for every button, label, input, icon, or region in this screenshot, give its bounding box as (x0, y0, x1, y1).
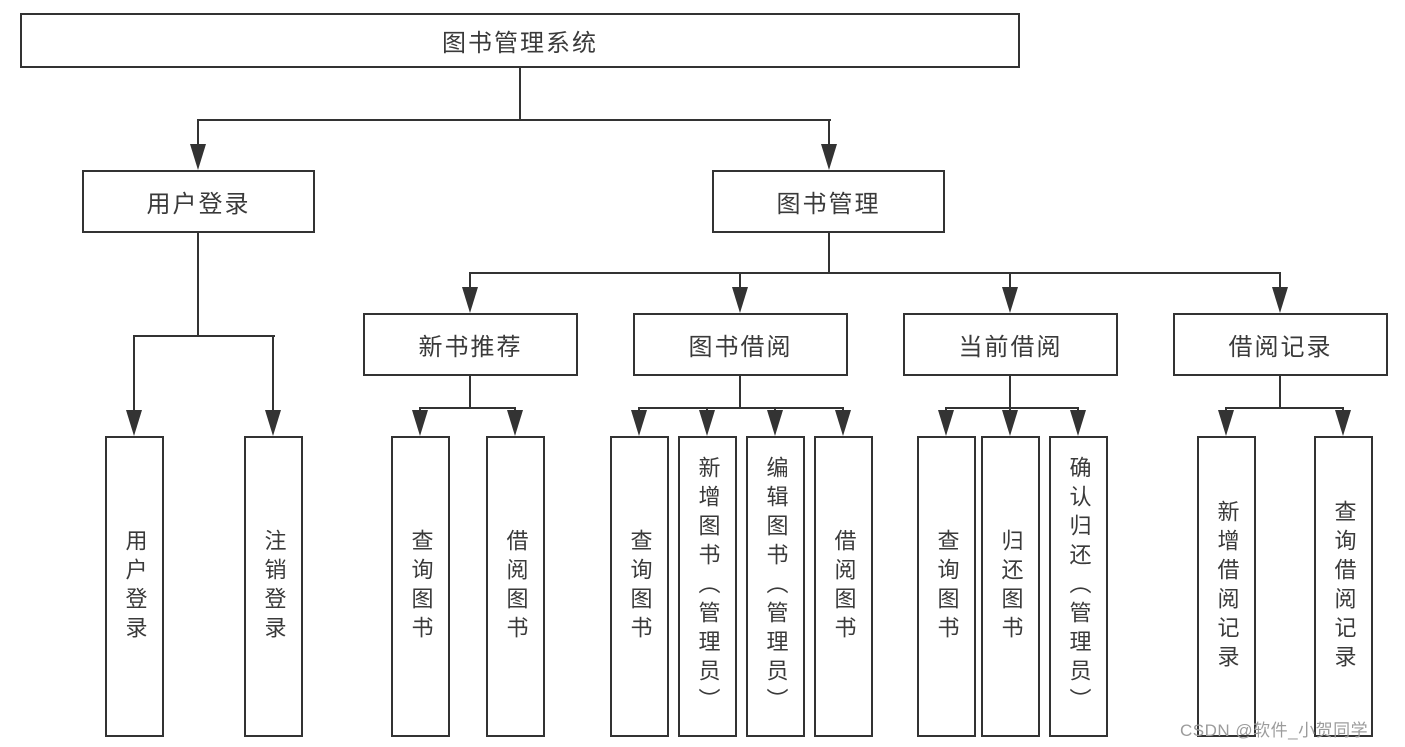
connector-to-borrow-line (739, 272, 741, 287)
connector-to-leaf-line (514, 407, 516, 411)
connector-to-leaf-line (774, 407, 776, 411)
node-label: 图书借阅 (688, 334, 793, 361)
connector-to-leaf-line (1225, 407, 1227, 411)
connector-to-book-mgmt-line (828, 119, 830, 144)
leaf-label: 注销登录 (261, 528, 287, 645)
connector-to-new-books-line (469, 272, 471, 287)
connector-borrow-down-line (739, 376, 741, 407)
csdn-watermark: CSDN @软件_小贺同学 (1180, 721, 1369, 740)
connector-to-current-line (1009, 272, 1011, 287)
connector-user-login-down-line (197, 233, 199, 335)
connector-current-down-line (1009, 376, 1011, 407)
leaf-label: 归还图书 (998, 528, 1024, 645)
leaf-label: 编辑图书（管理员） (763, 456, 789, 717)
leaf-logout: 注销登录 (244, 436, 303, 737)
connector-new-books-bus-line (419, 407, 516, 409)
node-label: 图书管理系统 (442, 30, 598, 57)
leaf-add-borrow-record: 新增借阅记录 (1197, 436, 1256, 737)
arrow-down-icon (1272, 287, 1288, 313)
connector-to-leaf-line (1009, 407, 1011, 411)
connector-to-leaf-line (1077, 407, 1079, 411)
connector-borrow-bus-line (638, 407, 844, 409)
leaf-borrow-book-recommend: 借阅图书 (486, 436, 545, 737)
arrow-down-icon (507, 410, 523, 436)
node-library-management-system: 图书管理系统 (20, 13, 1020, 68)
arrow-down-icon (412, 410, 428, 436)
arrow-down-icon (1335, 410, 1351, 436)
node-label: 借阅记录 (1228, 334, 1333, 361)
leaf-label: 查询图书 (627, 528, 653, 645)
leaf-query-book-borrowing: 查询图书 (610, 436, 669, 737)
connector-book-mgmt-down-line (828, 233, 830, 272)
leaf-return-book: 归还图书 (981, 436, 1040, 737)
arrow-down-icon (1218, 410, 1234, 436)
leaf-query-book-recommend: 查询图书 (391, 436, 450, 737)
node-book-management: 图书管理 (712, 170, 945, 233)
node-book-borrowing: 图书借阅 (633, 313, 848, 376)
leaf-label: 确认归还（管理员） (1066, 456, 1092, 717)
arrow-down-icon (699, 410, 715, 436)
node-user-login: 用户登录 (82, 170, 315, 233)
arrow-down-icon (821, 144, 837, 170)
arrow-down-icon (1002, 410, 1018, 436)
connector-to-leaf-line (272, 335, 274, 410)
leaf-label: 新增图书（管理员） (695, 456, 721, 717)
leaf-confirm-return-admin: 确认归还（管理员） (1049, 436, 1108, 737)
arrow-down-icon (1070, 410, 1086, 436)
leaf-edit-book-admin: 编辑图书（管理员） (746, 436, 805, 737)
arrow-down-icon (462, 287, 478, 313)
leaf-label: 借阅图书 (503, 528, 529, 645)
leaf-borrow-book: 借阅图书 (814, 436, 873, 737)
leaf-label: 查询借阅记录 (1331, 499, 1357, 674)
arrow-down-icon (938, 410, 954, 436)
connector-new-books-down-line (469, 376, 471, 407)
node-label: 当前借阅 (958, 334, 1063, 361)
leaf-label: 用户登录 (122, 528, 148, 645)
connector-to-leaf-line (1342, 407, 1344, 411)
leaf-add-book-admin: 新增图书（管理员） (678, 436, 737, 737)
connector-level1-bus-line (197, 119, 831, 121)
connector-to-leaf-line (706, 407, 708, 411)
connector-to-leaf-line (419, 407, 421, 411)
connector-root-down-line (519, 68, 521, 119)
node-label: 用户登录 (146, 191, 251, 218)
leaf-label: 新增借阅记录 (1214, 499, 1240, 674)
arrow-down-icon (126, 410, 142, 436)
connector-to-leaf-line (842, 407, 844, 411)
leaf-label: 查询图书 (408, 528, 434, 645)
connector-current-bus-line (945, 407, 1079, 409)
connector-user-login-bus-line (133, 335, 275, 337)
connector-to-leaf-line (638, 407, 640, 411)
connector-to-leaf-line (133, 335, 135, 410)
connector-to-records-line (1279, 272, 1281, 287)
arrow-down-icon (265, 410, 281, 436)
arrow-down-icon (1002, 287, 1018, 313)
arrow-down-icon (767, 410, 783, 436)
connector-level3-bus-line (469, 272, 1281, 274)
node-borrowing-records: 借阅记录 (1173, 313, 1388, 376)
node-new-book-recommendation: 新书推荐 (363, 313, 578, 376)
leaf-query-borrow-record: 查询借阅记录 (1314, 436, 1373, 737)
arrow-down-icon (631, 410, 647, 436)
leaf-label: 查询图书 (934, 528, 960, 645)
arrow-down-icon (732, 287, 748, 313)
connector-to-user-login-line (197, 119, 199, 144)
arrow-down-icon (190, 144, 206, 170)
node-current-borrowing: 当前借阅 (903, 313, 1118, 376)
leaf-label: 借阅图书 (831, 528, 857, 645)
connector-records-bus-line (1225, 407, 1344, 409)
connector-to-leaf-line (945, 407, 947, 411)
leaf-query-book-current: 查询图书 (917, 436, 976, 737)
node-label: 图书管理 (776, 191, 881, 218)
connector-records-down-line (1279, 376, 1281, 407)
leaf-user-login: 用户登录 (105, 436, 164, 737)
node-label: 新书推荐 (418, 334, 523, 361)
arrow-down-icon (835, 410, 851, 436)
